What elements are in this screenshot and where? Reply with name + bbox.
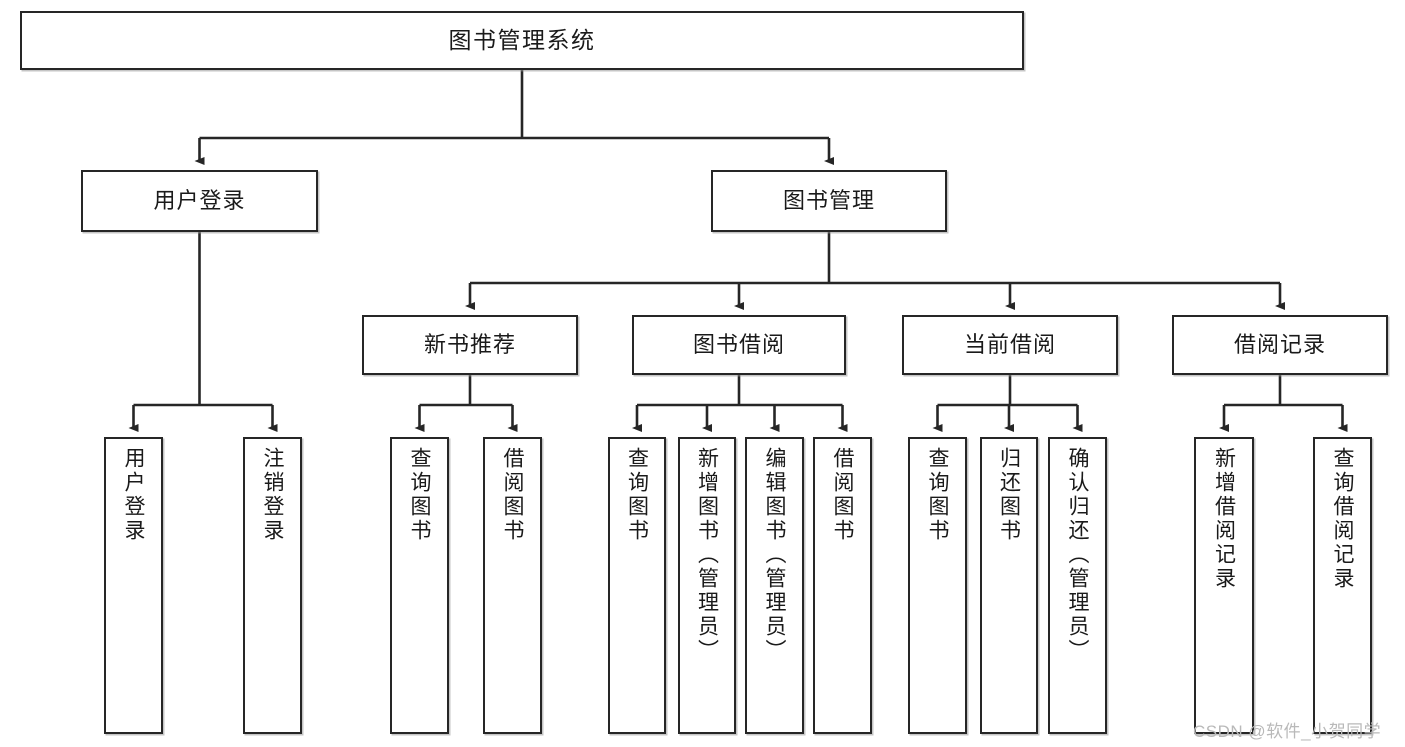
csdn-watermark: CSDN @软件_小贺同学 — [1193, 722, 1382, 741]
node-leaf-add-record[interactable]: 新增借阅记录 — [1194, 437, 1254, 734]
node-book-manage[interactable]: 图书管理 — [711, 170, 947, 232]
node-user-login[interactable]: 用户登录 — [81, 170, 318, 232]
node-label: 查询图书 — [625, 447, 649, 543]
node-label: 图书管理 — [782, 188, 875, 214]
node-current-borrow[interactable]: 当前借阅 — [902, 315, 1118, 375]
node-leaf-logout[interactable]: 注销登录 — [243, 437, 302, 734]
node-label: 注销登录 — [261, 447, 284, 543]
node-label: 图书管理系统 — [448, 26, 596, 53]
node-borrow-record[interactable]: 借阅记录 — [1172, 315, 1388, 375]
node-label: 新增借阅记录 — [1212, 447, 1236, 591]
node-book-borrow[interactable]: 图书借阅 — [632, 315, 846, 375]
node-label: 查询借阅记录 — [1331, 447, 1354, 591]
node-root[interactable]: 图书管理系统 — [20, 11, 1024, 70]
node-label: 查询图书 — [926, 447, 949, 543]
node-label: 用户登录 — [122, 447, 145, 543]
node-label: 借阅图书 — [501, 447, 524, 543]
node-leaf-query-book-1[interactable]: 查询图书 — [390, 437, 449, 734]
node-label: 查询图书 — [408, 447, 431, 543]
node-label: 当前借阅 — [963, 332, 1056, 358]
node-label: 借阅记录 — [1233, 332, 1326, 358]
node-leaf-return-book[interactable]: 归还图书 — [980, 437, 1038, 734]
node-label: 确认归还（管理员） — [1066, 447, 1089, 663]
node-leaf-query-record[interactable]: 查询借阅记录 — [1313, 437, 1372, 734]
node-label: 新书推荐 — [423, 332, 516, 358]
node-leaf-borrow-book-1[interactable]: 借阅图书 — [483, 437, 542, 734]
node-label: 图书借阅 — [692, 332, 785, 358]
node-leaf-borrow-book-2[interactable]: 借阅图书 — [813, 437, 872, 734]
node-leaf-add-book[interactable]: 新增图书（管理员） — [678, 437, 736, 734]
node-label: 借阅图书 — [831, 447, 854, 543]
node-new-book-rec[interactable]: 新书推荐 — [362, 315, 578, 375]
node-leaf-user-login[interactable]: 用户登录 — [104, 437, 163, 734]
node-label: 新增图书（管理员） — [695, 447, 719, 663]
node-leaf-edit-book[interactable]: 编辑图书（管理员） — [745, 437, 804, 734]
node-leaf-query-book-3[interactable]: 查询图书 — [908, 437, 967, 734]
node-leaf-confirm-return[interactable]: 确认归还（管理员） — [1048, 437, 1107, 734]
node-label: 用户登录 — [153, 188, 246, 214]
node-label: 编辑图书（管理员） — [763, 447, 786, 663]
node-leaf-query-book-2[interactable]: 查询图书 — [608, 437, 666, 734]
node-label: 归还图书 — [997, 447, 1021, 543]
